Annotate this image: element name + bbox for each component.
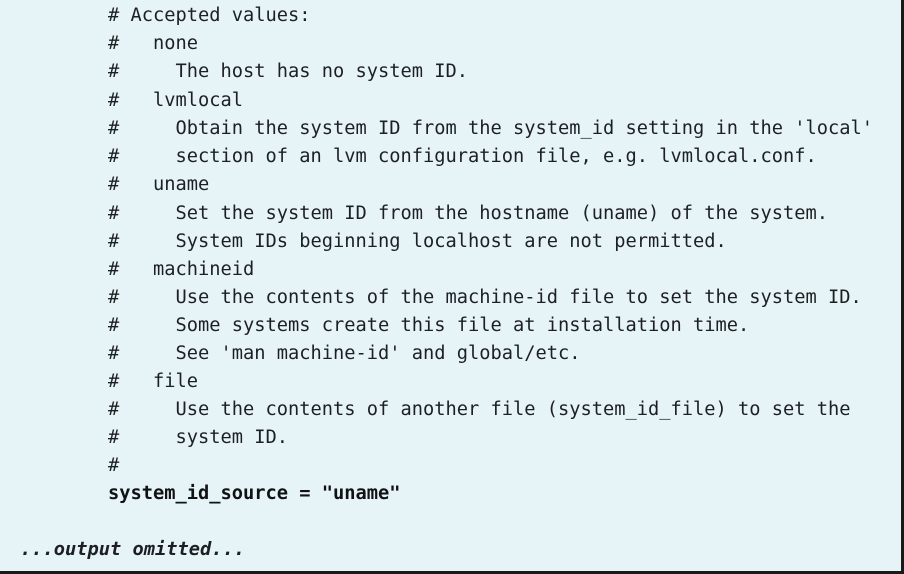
code-line: # System IDs beginning localhost are not…: [108, 231, 727, 252]
code-line-setting: system_id_source = "uname": [108, 483, 401, 504]
output-omitted-notice: ...output omitted...: [20, 539, 246, 560]
code-line: # Use the contents of another file (syst…: [108, 399, 851, 420]
code-line: # The host has no system ID.: [108, 61, 469, 82]
code-line: # uname: [108, 174, 210, 195]
code-line: # Accepted values:: [108, 5, 311, 26]
code-line: # Some systems create this file at insta…: [108, 315, 750, 336]
code-line: # system ID.: [108, 427, 289, 448]
code-line: # Use the contents of the machine-id fil…: [108, 287, 862, 308]
code-line: # none: [108, 33, 199, 54]
code-line: # lvmlocal: [108, 90, 244, 111]
code-line: # Set the system ID from the hostname (u…: [108, 203, 829, 224]
code-line: # Obtain the system ID from the system_i…: [108, 118, 874, 139]
code-line: # See 'man machine-id' and global/etc.: [108, 343, 581, 364]
code-line: # section of an lvm configuration file, …: [108, 146, 817, 167]
code-line: # machineid: [108, 259, 255, 280]
code-line: # file: [108, 371, 199, 392]
code-line: #: [108, 455, 120, 476]
